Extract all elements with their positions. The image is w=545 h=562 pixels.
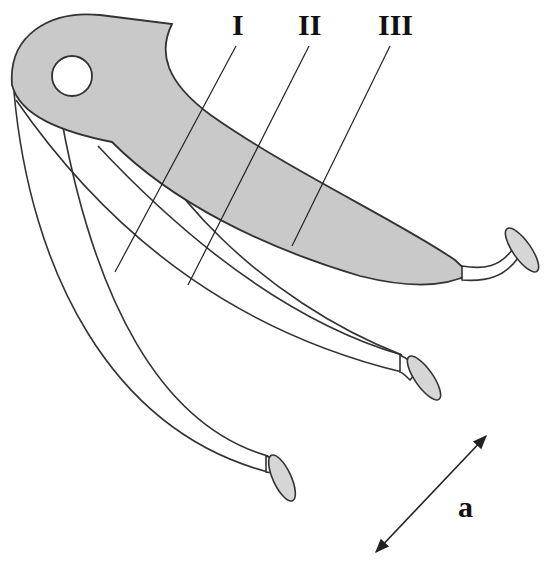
part-label: I	[232, 10, 244, 40]
hole	[52, 56, 92, 96]
dimension-label: a	[458, 492, 473, 522]
band-three	[12, 14, 470, 284]
part-label: III	[378, 10, 413, 40]
leader-lines	[115, 46, 390, 285]
part-label: II	[298, 10, 321, 40]
end-pieces	[263, 224, 544, 505]
direction-arrow	[376, 436, 486, 552]
